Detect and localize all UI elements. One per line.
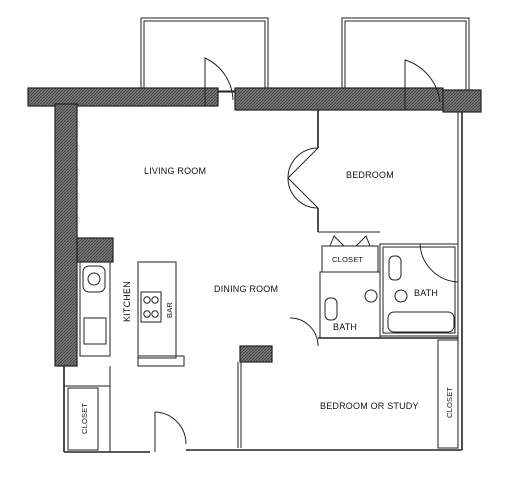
- label-bedroom: BEDROOM: [346, 170, 394, 180]
- bathtub-icon: [387, 311, 455, 333]
- door-bedroom-lower: [287, 177, 319, 209]
- toilet-icon: [388, 255, 402, 281]
- label-closet-left: CLOSET: [80, 403, 89, 434]
- door-study: [289, 317, 319, 347]
- wall-top-left: [27, 87, 219, 107]
- exterior-walls: [27, 87, 482, 367]
- label-closet-right: CLOSET: [445, 387, 454, 418]
- door-entry: [154, 411, 187, 445]
- interior-walls: [63, 110, 463, 453]
- doors: [154, 57, 459, 452]
- closet-left-box: [67, 387, 99, 451]
- label-closet-top: CLOSET: [332, 255, 363, 264]
- stove-icon: [140, 291, 162, 323]
- door-bedroom-upper: [287, 147, 319, 179]
- label-bar: BAR: [165, 302, 174, 318]
- wall-top-middle: [234, 87, 444, 111]
- sink-half-bath-icon: [364, 289, 378, 303]
- door-bath: [419, 243, 459, 283]
- wall-dining-stub: [239, 345, 273, 363]
- label-bedroom-study: BEDROOM OR STUDY: [320, 401, 419, 411]
- label-living-room: LIVING ROOM: [144, 166, 206, 176]
- sink-bath-icon: [394, 289, 408, 303]
- label-bath-right: BATH: [414, 288, 438, 298]
- wall-left: [54, 103, 78, 367]
- kitchen-counter: [79, 261, 111, 357]
- label-kitchen: KITCHEN: [122, 281, 132, 322]
- label-bath-left: BATH: [333, 322, 357, 332]
- wall-kitchen-top: [76, 237, 114, 263]
- kitchen-bar-counter: [137, 261, 177, 359]
- label-dining-room: DINING ROOM: [214, 284, 278, 294]
- refrigerator-icon: [83, 317, 107, 345]
- fixtures: [82, 255, 455, 345]
- closet-right-box: [437, 339, 459, 449]
- door-balcony-right: [404, 59, 441, 110]
- wall-top-right: [442, 89, 482, 113]
- door-balcony-left: [204, 57, 234, 106]
- toilet-half-bath-icon: [324, 297, 338, 321]
